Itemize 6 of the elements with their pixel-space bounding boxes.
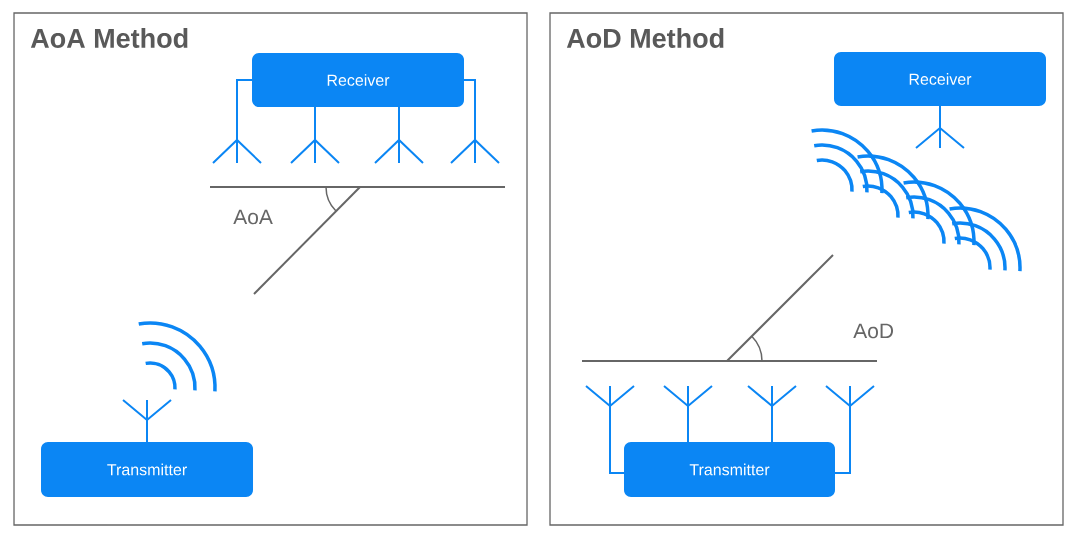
device-box: Transmitter	[41, 442, 253, 497]
device-box: Receiver	[252, 53, 464, 107]
angle-label: AoD	[853, 323, 894, 339]
angle-label: AoA	[233, 209, 273, 225]
device-box: Receiver	[834, 52, 1046, 106]
device-box: Transmitter	[624, 442, 835, 497]
